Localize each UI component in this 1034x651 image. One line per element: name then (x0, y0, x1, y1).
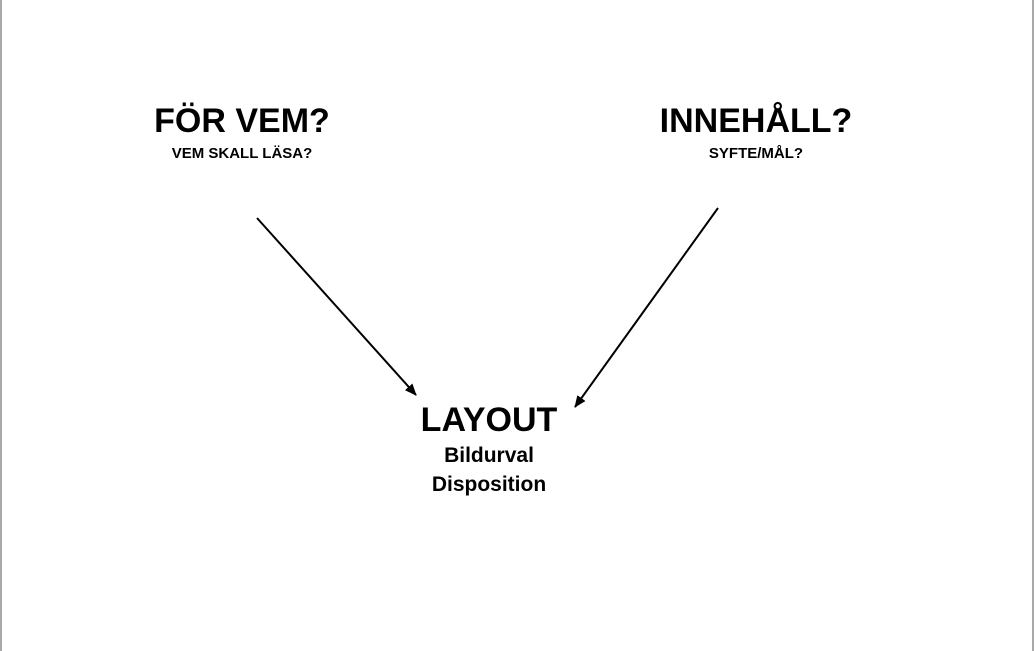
node-layout: LAYOUT Bildurval Disposition (389, 401, 589, 499)
audience-subtitle: VEM SKALL LÄSA? (171, 145, 313, 162)
layout-item-image-selection: Bildurval (444, 444, 534, 467)
node-content: INNEHÅLL? SYFTE/MÅL? (646, 102, 866, 164)
arrow-content-to-layout (574, 207, 719, 408)
audience-title: FÖR VEM? (154, 102, 330, 140)
layout-item-disposition: Disposition (431, 473, 547, 496)
arrow-audience-to-layout (256, 217, 417, 396)
layout-title: LAYOUT (420, 401, 558, 439)
content-subtitle: SYFTE/MÅL? (708, 145, 804, 162)
content-title: INNEHÅLL? (659, 102, 853, 140)
node-audience: FÖR VEM? VEM SKALL LÄSA? (142, 102, 342, 164)
